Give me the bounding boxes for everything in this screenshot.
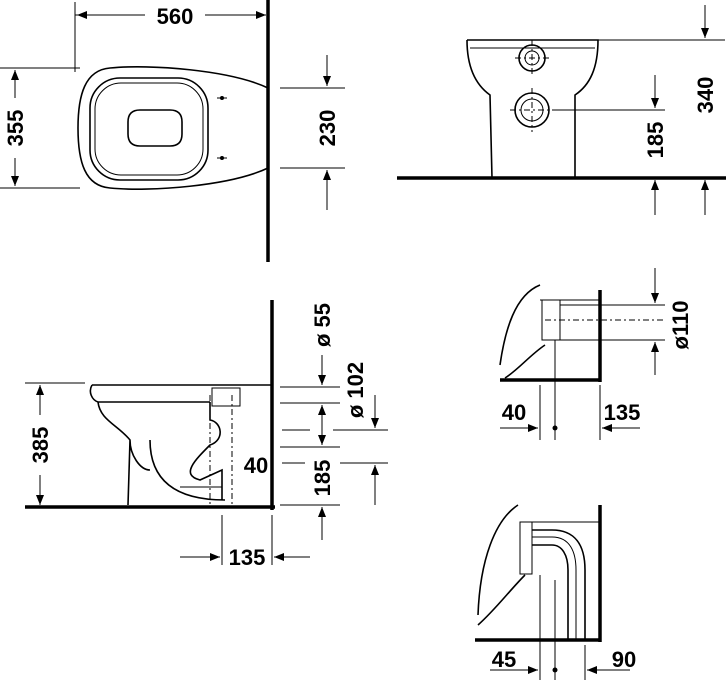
dim-outlet-height: 185: [643, 122, 668, 159]
dim-right-offset-v: 90: [612, 647, 636, 672]
toilet-outline-side: [89, 384, 272, 506]
vertical-outlet-detail: 45 90: [475, 504, 636, 680]
outlet-circle-icon: [510, 88, 555, 132]
bend-pipe-outline: [532, 529, 586, 640]
dim-inlet-diameter: ø 55: [310, 303, 335, 347]
dim-outlet-height-side: 185: [310, 460, 335, 497]
dim-outlet-offset: 40: [244, 453, 268, 478]
toilet-outline-front: [466, 39, 599, 179]
fixing-hole-icon: [217, 96, 227, 100]
dim-left-offset-v: 45: [492, 647, 516, 672]
top-view: 560 355 230: [0, 0, 345, 262]
fixing-hole-icon: [217, 156, 227, 160]
toilet-outline-detail: [499, 284, 546, 379]
seat-hinge-plate: [127, 109, 183, 147]
front-view: 185 340: [397, 5, 726, 215]
inlet-circle-icon: [515, 40, 550, 76]
horizontal-outlet-detail: ø110 40 135: [499, 268, 693, 440]
dim-total-height: 340: [693, 77, 718, 114]
dim-right-offset-h: 135: [604, 400, 641, 425]
dim-depth: 355: [3, 110, 28, 147]
dim-wall-distance: 135: [229, 545, 266, 570]
toilet-outline-top: [77, 66, 269, 190]
dim-width: 560: [157, 4, 194, 29]
dim-left-offset-h: 40: [502, 400, 526, 425]
toilet-outline-detail: [477, 504, 526, 626]
side-view: 385 ø 55 ø 102 185 40 135: [25, 300, 388, 570]
dim-pipe-diameter: ø110: [668, 301, 693, 350]
dim-outlet-diameter: ø 102: [343, 362, 368, 418]
dim-fixing-spacing: 230: [315, 110, 340, 147]
seat-outline: [89, 77, 209, 181]
dim-height: 385: [28, 427, 53, 464]
